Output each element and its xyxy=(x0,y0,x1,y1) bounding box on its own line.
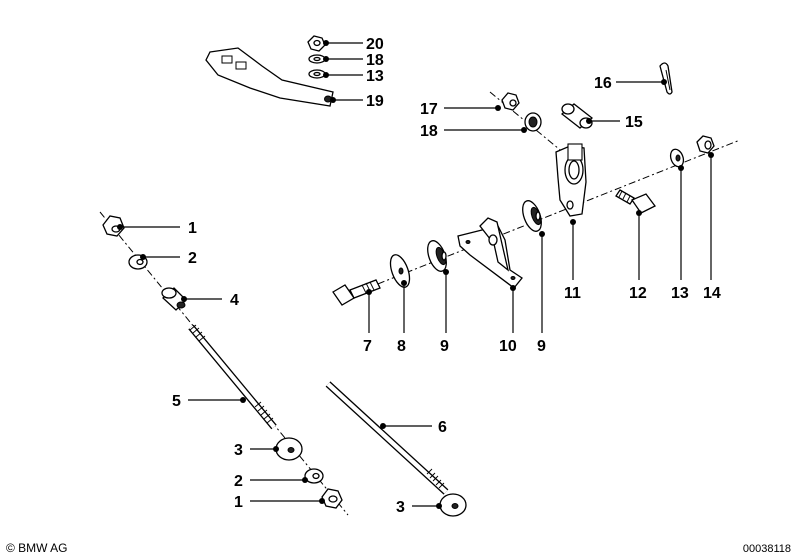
bracket-part-10 xyxy=(457,217,523,289)
nut-part-14 xyxy=(696,135,715,154)
callout-12: 12 xyxy=(629,210,647,302)
callout-14: 14 xyxy=(703,152,721,302)
callout-label: 4 xyxy=(230,292,239,309)
spacer-part-4 xyxy=(161,287,187,311)
callout-label: 16 xyxy=(594,75,612,92)
callout-label: 2 xyxy=(188,250,197,267)
callout-2-bottom: 2 xyxy=(234,473,308,490)
callout-label: 17 xyxy=(420,101,438,118)
callout-label: 13 xyxy=(671,285,689,302)
rod-6-thread xyxy=(426,468,445,489)
callout-13-right: 13 xyxy=(671,165,689,302)
callout-label: 8 xyxy=(397,338,406,355)
bolt-part-7 xyxy=(332,279,381,306)
callout-label: 12 xyxy=(629,285,647,302)
callout-label: 14 xyxy=(703,285,721,302)
callout-2-top: 2 xyxy=(140,250,197,267)
callout-label: 11 xyxy=(564,285,581,302)
callout-18-right: 18 xyxy=(420,123,527,140)
washer-part-18-right xyxy=(524,112,542,132)
callout-9-left: 9 xyxy=(440,269,449,355)
callout-6: 6 xyxy=(380,419,447,436)
callout-label: 9 xyxy=(440,338,449,355)
callout-label: 1 xyxy=(234,494,243,511)
callout-4: 4 xyxy=(181,292,239,309)
callout-label: 7 xyxy=(363,338,372,355)
clamp-part-11 xyxy=(555,143,587,217)
callout-1-top: 1 xyxy=(117,220,197,237)
callout-label: 3 xyxy=(234,442,243,459)
bracket-part-19 xyxy=(205,47,334,107)
bolt-part-12 xyxy=(615,189,656,214)
washer-part-13-right xyxy=(669,148,685,168)
callout-16: 16 xyxy=(594,75,667,92)
rubber-mount-part-9-left xyxy=(427,240,447,272)
callout-label: 18 xyxy=(420,123,438,140)
washer-part-8 xyxy=(389,254,411,288)
sleeve-part-15 xyxy=(560,103,594,129)
callout-label: 6 xyxy=(438,419,447,436)
cotter-pin-part-16 xyxy=(659,62,673,95)
callout-13-top: 13 xyxy=(323,68,384,85)
rubber-mount-part-9-right xyxy=(522,200,542,232)
callout-15: 15 xyxy=(586,114,643,131)
nut-part-17 xyxy=(501,92,520,111)
washer-part-2-bottom xyxy=(304,468,324,484)
callout-11: 11 xyxy=(564,219,581,302)
rod-5-thread-bottom xyxy=(254,401,274,424)
rubber-bush-part-3-left xyxy=(275,437,303,461)
callout-3-right: 3 xyxy=(396,499,442,516)
rubber-bush-part-3-right xyxy=(439,493,467,517)
callout-17: 17 xyxy=(420,101,501,118)
rod-part-5 xyxy=(188,324,277,430)
washer-part-2-top xyxy=(128,254,148,270)
callout-label: 19 xyxy=(366,93,384,110)
nut-part-1-bottom xyxy=(321,488,343,509)
callout-10: 10 xyxy=(499,285,517,355)
callout-label: 13 xyxy=(366,68,384,85)
nut-part-20 xyxy=(307,35,326,52)
callout-7: 7 xyxy=(363,289,372,355)
washer-part-18-top xyxy=(308,54,326,64)
callout-19: 19 xyxy=(330,93,384,110)
callout-label: 1 xyxy=(188,220,197,237)
rod-5-thread-top xyxy=(189,324,206,342)
washer-part-13-top xyxy=(308,69,326,79)
copyright-text: © BMW AG xyxy=(6,541,68,555)
callout-label: 5 xyxy=(172,393,181,410)
callout-5: 5 xyxy=(172,393,246,410)
callout-18-top: 18 xyxy=(323,52,384,69)
callout-label: 2 xyxy=(234,473,243,490)
callout-label: 20 xyxy=(366,36,384,53)
callout-3-left: 3 xyxy=(234,442,279,459)
document-number: 00038118 xyxy=(742,543,791,555)
callout-label: 9 xyxy=(537,338,546,355)
callout-9-right: 9 xyxy=(537,231,546,355)
callout-label: 10 xyxy=(499,338,517,355)
callout-label: 3 xyxy=(396,499,405,516)
rod-part-6 xyxy=(325,381,449,495)
callout-1-bottom: 1 xyxy=(234,494,325,511)
callout-label: 15 xyxy=(625,114,643,131)
callout-20: 20 xyxy=(323,36,384,53)
callout-8: 8 xyxy=(397,280,407,355)
callout-label: 18 xyxy=(366,52,384,69)
